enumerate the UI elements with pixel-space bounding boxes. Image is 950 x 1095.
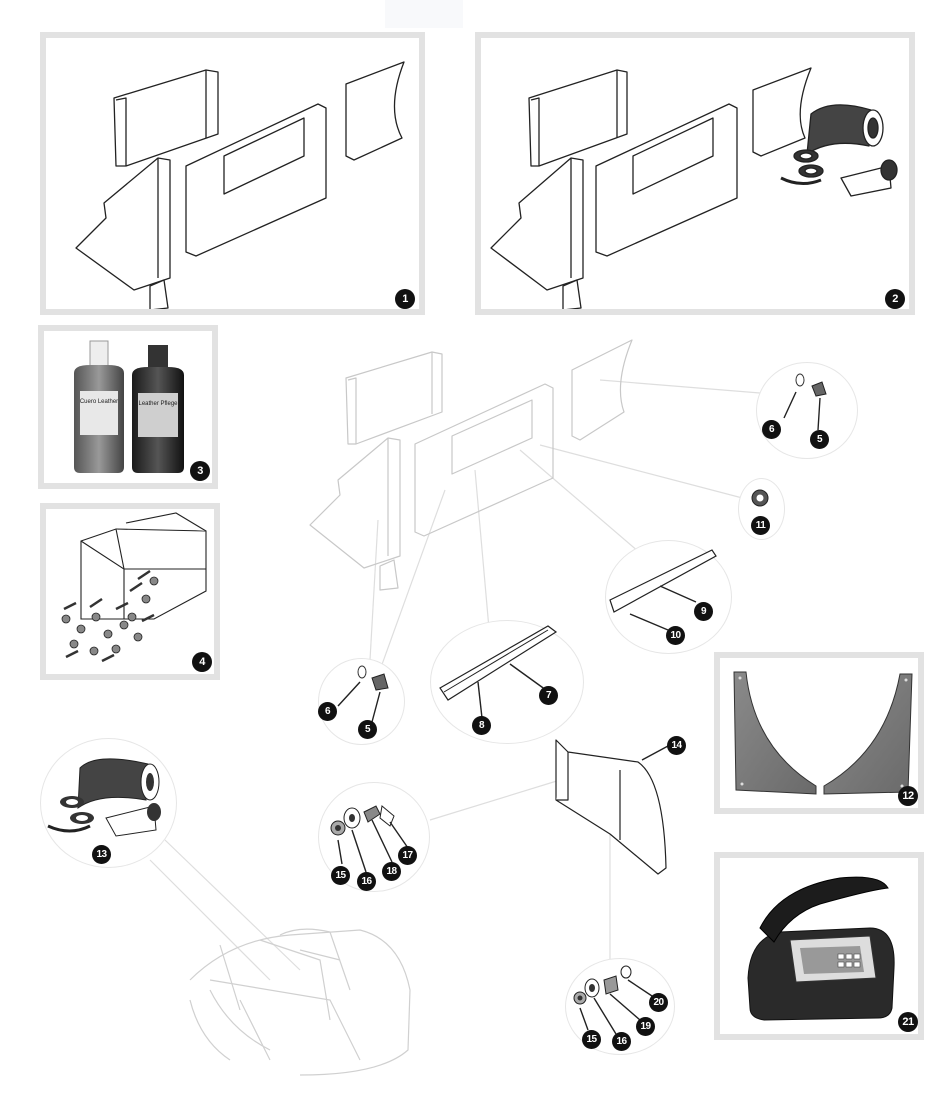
part-number-badge: 16 — [612, 1032, 631, 1051]
bottle-label: Leather Pflege — [138, 401, 178, 407]
panel-number-badge: 21 — [898, 1012, 918, 1032]
part-number-badge: 8 — [472, 716, 491, 735]
panel-leather-care: Cuero Leather Leather Pflege 3 — [38, 325, 218, 489]
door-card-set-illustration — [75, 61, 405, 309]
bottle-label: Cuero Leather — [80, 399, 118, 405]
part-number-badge: 15 — [582, 1030, 601, 1049]
part-number-badge: 15 — [331, 866, 350, 885]
part-number-badge: 6 — [318, 702, 337, 721]
part-number-badge: 7 — [539, 686, 558, 705]
part-number-badge: 5 — [810, 430, 829, 449]
panel-door-card-kit-with-trim: 2 — [475, 32, 915, 315]
part-number-badge: 17 — [398, 846, 417, 865]
door-card-set-with-trim-illustration — [490, 67, 898, 309]
panel-number-badge: 1 — [395, 289, 415, 309]
callout-screw-washer-top — [756, 362, 858, 459]
panel-number-badge: 4 — [192, 652, 212, 672]
panel-number-badge: 3 — [190, 461, 210, 481]
armrest-console-illustration — [747, 876, 895, 1021]
panel-armrest-console: 21 — [714, 852, 924, 1040]
part-number-badge: 11 — [751, 516, 770, 535]
panel-number-badge: 2 — [885, 289, 905, 309]
part-number-badge: 18 — [382, 862, 401, 881]
part-number-badge: 20 — [649, 993, 668, 1012]
part-number-badge: 13 — [92, 845, 111, 864]
leather-care-bottles-illustration: Cuero Leather Leather Pflege — [74, 340, 184, 473]
panel-number-badge: 12 — [898, 786, 918, 806]
side-boards-illustration — [733, 671, 913, 795]
panel-fixing-kit: 4 — [40, 503, 220, 680]
part-number-badge: 10 — [666, 626, 685, 645]
part-number-badge: 16 — [357, 872, 376, 891]
part-number-badge: 19 — [636, 1017, 655, 1036]
panel-door-card-kit: 1 — [40, 32, 425, 315]
panel-side-boards: 12 — [714, 652, 924, 814]
part-number-badge: 6 — [762, 420, 781, 439]
part-number-badge: 5 — [358, 720, 377, 739]
screws-box-illustration — [61, 512, 207, 663]
part-number-badge: 14 — [667, 736, 686, 755]
part-number-badge: 9 — [694, 602, 713, 621]
top-strip — [385, 0, 463, 28]
